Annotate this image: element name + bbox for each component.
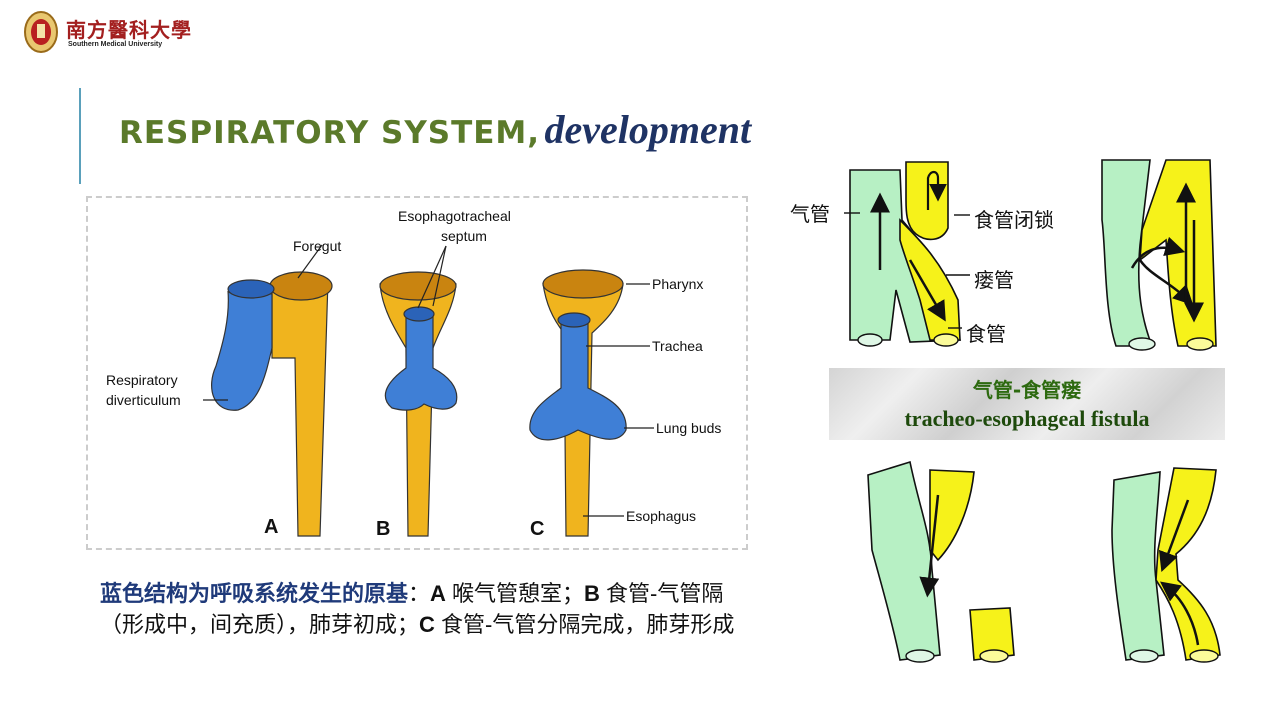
diagram-h-type-fistula xyxy=(1101,159,1217,351)
caption-a-letter: A xyxy=(430,581,446,606)
caption-highlight: 蓝色结构为呼吸系统发生的原基 xyxy=(100,581,409,606)
title-main: RESPIRATORY SYSTEM, xyxy=(119,115,541,151)
diagram-double-fistula xyxy=(1111,467,1221,663)
foregut-development-figure: Foregut Esophagotracheal septum Pharynx … xyxy=(86,196,748,550)
caption-a-text: 喉气管憩室； xyxy=(445,581,585,606)
diagram-proximal-fistula xyxy=(867,460,1015,663)
label-pharynx: Pharynx xyxy=(652,276,704,292)
slide-title: RESPIRATORY SYSTEM, development xyxy=(119,106,751,153)
title-italic: development xyxy=(544,107,752,152)
logo-chinese-name: 南方醫科大學 xyxy=(66,18,192,42)
label-diverticulum: diverticulum xyxy=(106,392,181,408)
label-shiguan: 食管 xyxy=(966,324,1006,346)
panel-b-drawing xyxy=(379,245,458,537)
label-qiguan: 气管 xyxy=(790,204,830,226)
foregut-development-diagram xyxy=(203,244,654,537)
accent-bar xyxy=(79,88,81,184)
label-esophageal-atresia: 食管闭锁 xyxy=(974,210,1054,232)
label-esophagus: Esophagus xyxy=(626,508,697,524)
caption-b-text: 食管-气管隔（形成中，间充质），肺芽初成； xyxy=(100,581,724,637)
panel-label-c: C xyxy=(530,518,545,540)
label-septum-line2: septum xyxy=(441,228,487,244)
caption-separator: ： xyxy=(408,581,431,606)
label-fistula: 瘘管 xyxy=(974,270,1014,292)
fistula-title-cn: 气管-食管瘘 xyxy=(972,378,1082,402)
caption-c-text: 食管-气管分隔完成，肺芽形成 xyxy=(434,612,735,637)
label-foregut: Foregut xyxy=(293,238,342,254)
university-emblem-icon xyxy=(24,11,58,53)
caption-c-letter: C xyxy=(419,612,435,637)
panel-label-a: A xyxy=(264,516,279,538)
fistula-diagrams xyxy=(844,159,1221,663)
label-trachea: Trachea xyxy=(652,338,703,354)
figure-caption: 蓝色结构为呼吸系统发生的原基：A 喉气管憩室；B 食管-气管隔（形成中，间充质）… xyxy=(100,578,750,640)
fistula-title-en: tracheo-esophageal fistula xyxy=(904,406,1150,431)
panel-c-drawing xyxy=(529,269,627,537)
panel-a-drawing xyxy=(211,271,333,537)
diagram-atresia-fistula xyxy=(844,161,970,347)
university-logo: 南方醫科大學 Southern Medical University xyxy=(22,8,192,54)
label-respiratory: Respiratory xyxy=(106,372,178,388)
panel-label-b: B xyxy=(376,518,391,540)
label-septum-line1: Esophagotracheal xyxy=(398,208,511,224)
logo-english-name: Southern Medical University xyxy=(68,41,163,48)
caption-b-letter: B xyxy=(584,581,600,606)
fistula-title-band: 气管-食管瘘 tracheo-esophageal fistula xyxy=(829,368,1225,440)
label-lung-buds: Lung buds xyxy=(656,420,722,436)
